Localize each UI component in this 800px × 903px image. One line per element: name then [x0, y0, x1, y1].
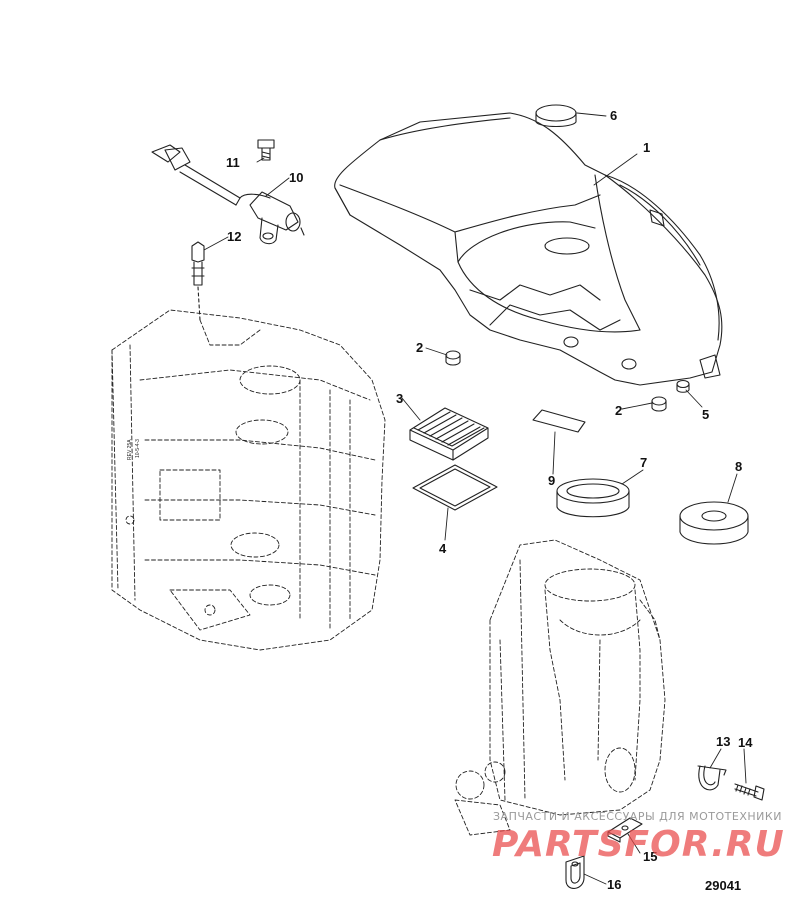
- insert-part-5: [676, 379, 690, 393]
- watermark-logo: PARTSFOR.RU: [492, 824, 785, 865]
- callout-4: 4: [439, 541, 447, 556]
- svg-text:REV 25A: REV 25A: [127, 439, 133, 460]
- callout-3: 3: [396, 391, 404, 406]
- screw-part-14: [734, 783, 765, 801]
- leader-12-dashed: [197, 286, 201, 321]
- callout-6: 6: [610, 108, 618, 123]
- callout-15: 15: [643, 849, 658, 864]
- callout-5: 5: [702, 407, 710, 422]
- callout-9: 9: [548, 473, 556, 488]
- callout-16: 16: [607, 877, 622, 892]
- label-part: [532, 409, 586, 433]
- callout-8: 8: [735, 459, 743, 474]
- diagram-number: 29041: [705, 878, 742, 893]
- grommet-ring-part: [679, 501, 749, 545]
- callout-7: 7: [640, 455, 648, 470]
- grommet-part-right: [651, 396, 667, 412]
- grommet-part-left: [445, 350, 461, 366]
- callout-1: 1: [643, 140, 651, 155]
- gasket-part: [412, 464, 498, 511]
- watermark-tagline: ЗАПЧАСТИ И АКСЕССУАРЫ ДЛЯ МОТОТЕХНИКИ: [493, 810, 782, 823]
- plug-part: [535, 104, 577, 128]
- cover-part: [334, 112, 723, 386]
- engine-block: [111, 309, 386, 651]
- intake-manifold: [454, 539, 666, 836]
- hose-assembly: [151, 144, 305, 245]
- callout-11: 11: [226, 155, 240, 170]
- clamp-part-13: [697, 765, 727, 791]
- callout-13: 13: [716, 734, 731, 749]
- barb-fitting-part: [191, 241, 205, 286]
- clip-part-16: [565, 855, 585, 889]
- seal-ring-part: [556, 478, 630, 518]
- bolt-part: [257, 139, 275, 161]
- filter-part: [409, 407, 489, 461]
- callout-14: 14: [738, 735, 753, 750]
- svg-text:10-5-4-3: 10-5-4-3: [135, 439, 141, 458]
- callout-2-left: 2: [416, 340, 424, 355]
- callout-12: 12: [227, 229, 242, 244]
- callout-2-right: 2: [615, 403, 623, 418]
- leader-lines: [203, 112, 747, 885]
- spacer-part-15: [607, 817, 643, 843]
- callout-10: 10: [289, 170, 304, 185]
- engine-block-markings: REV 25A 10-5-4-3: [127, 439, 141, 460]
